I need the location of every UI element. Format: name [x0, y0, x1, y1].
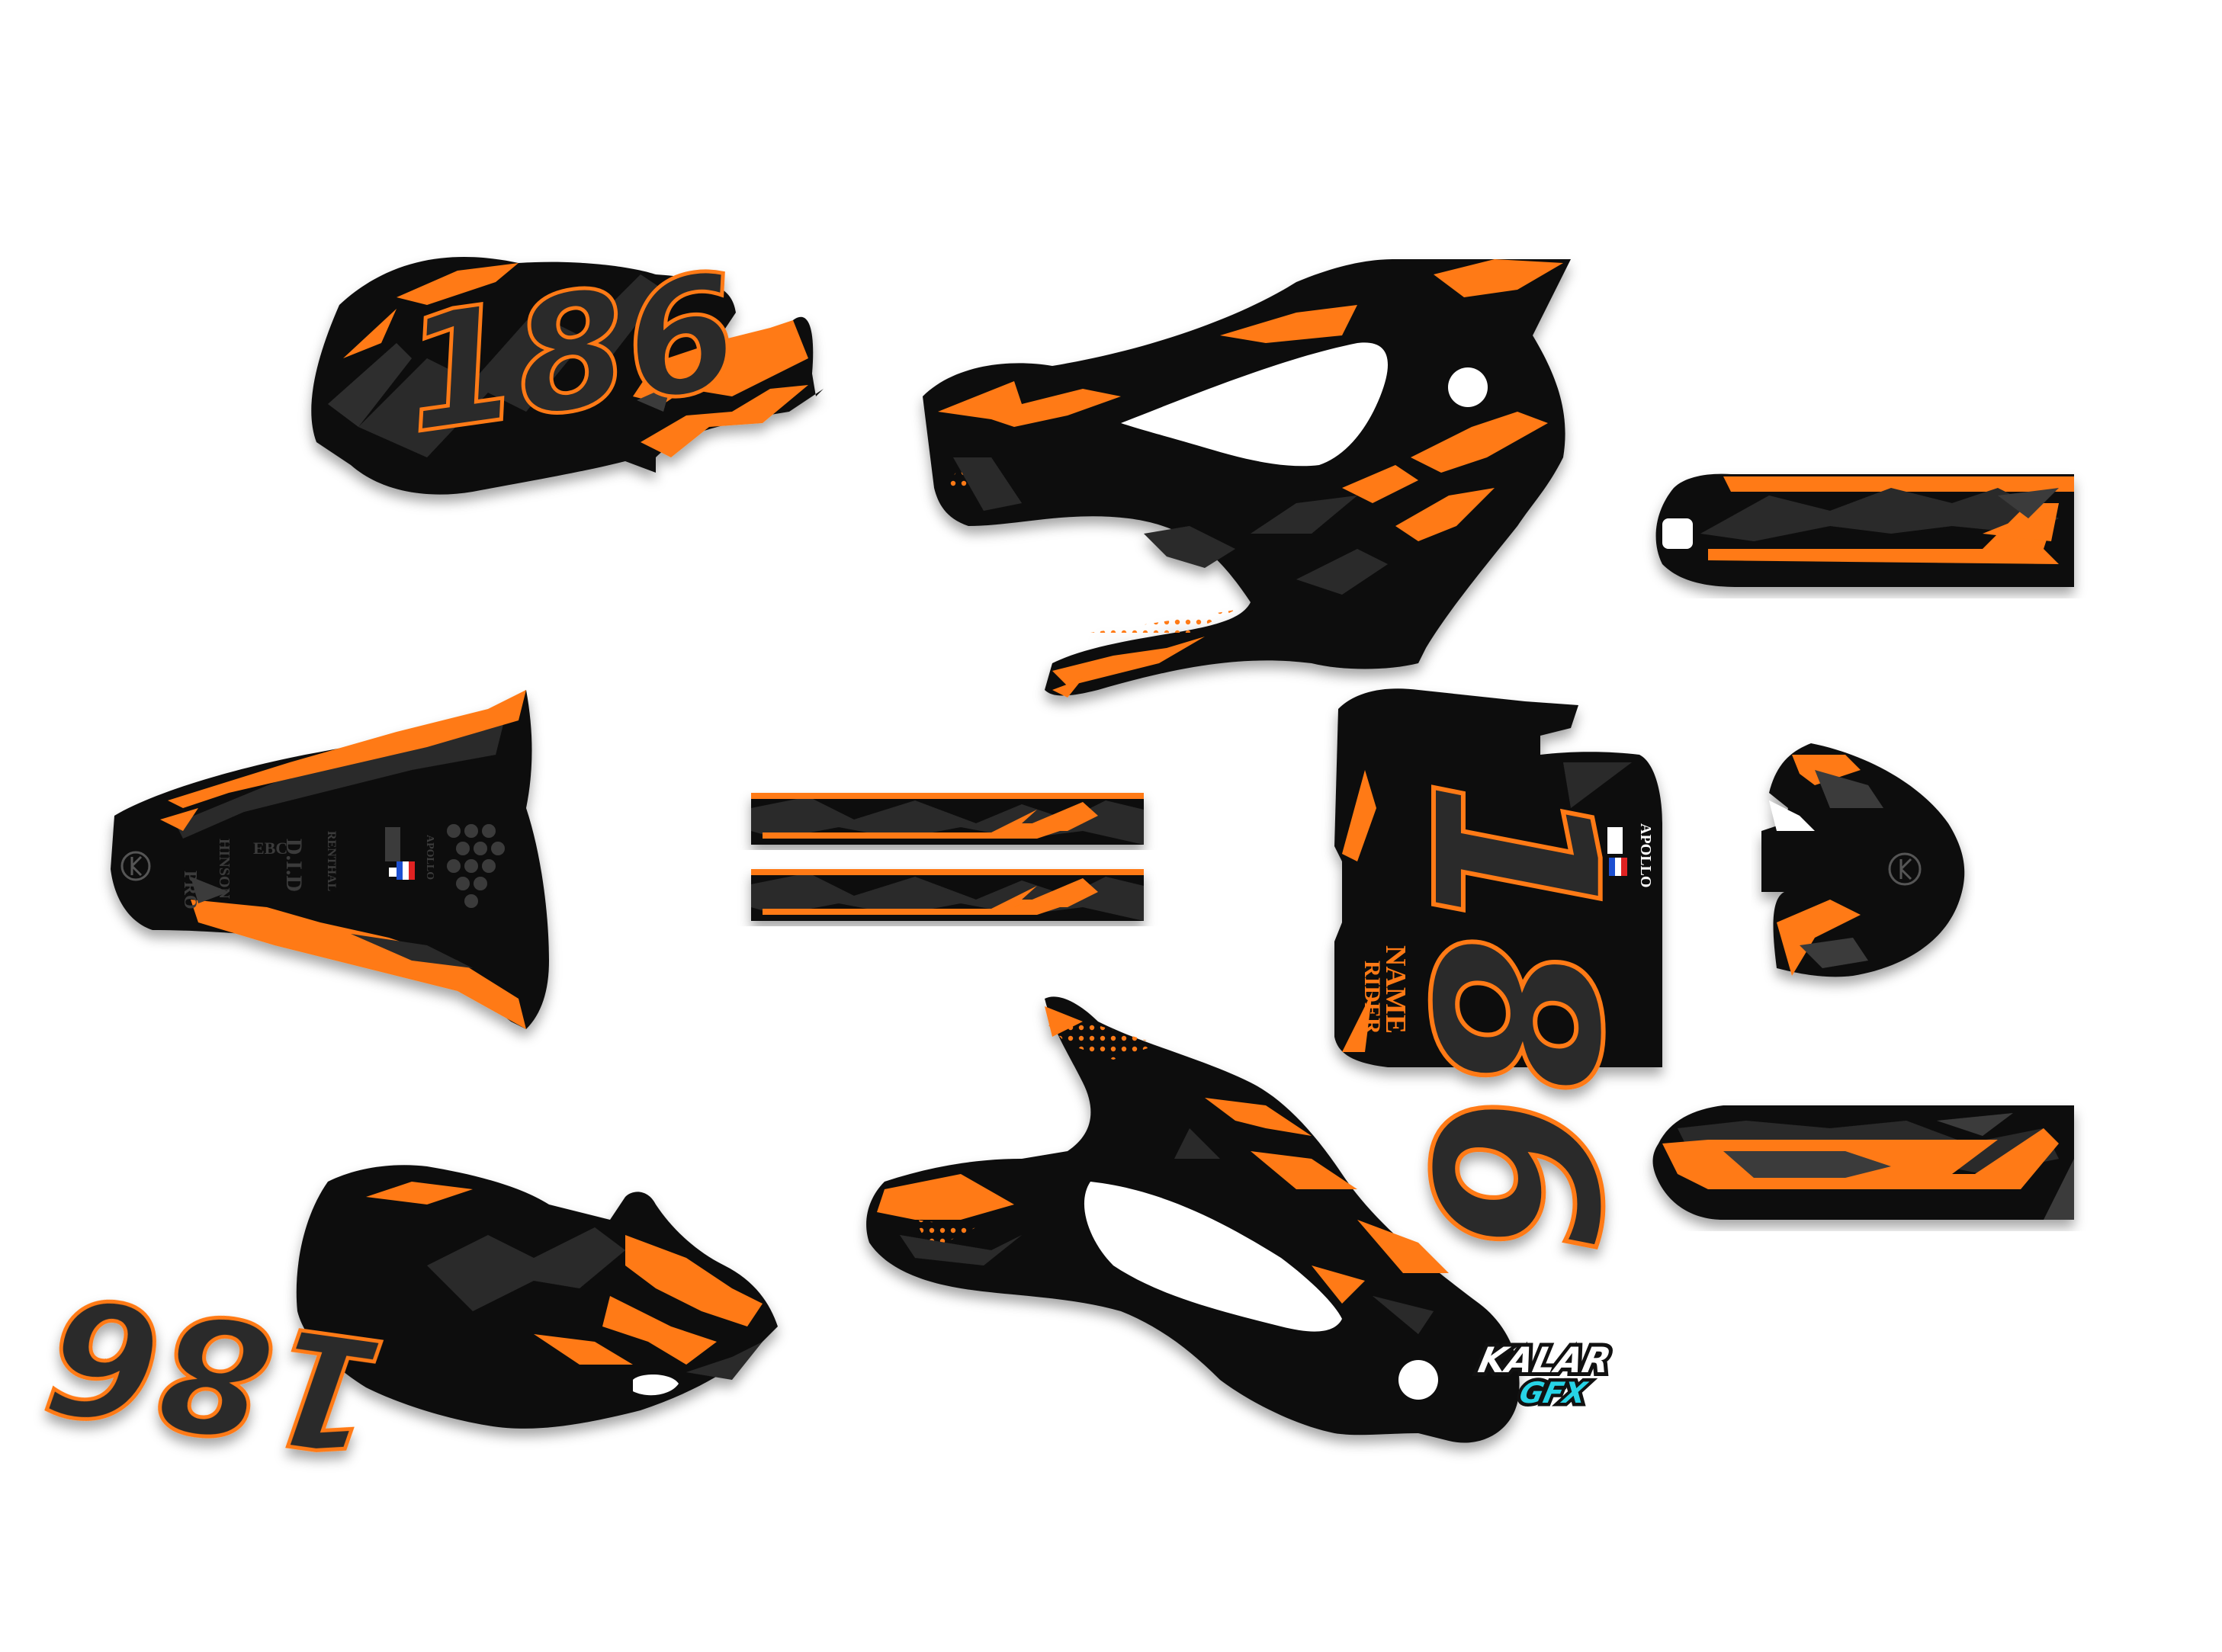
sponsor-renthal: RENTHAL — [325, 831, 338, 891]
fork-strip-upper — [751, 793, 1144, 845]
shroud-top-center — [923, 259, 1571, 698]
apollo-a-logo-icon — [1607, 827, 1623, 854]
shroud-bottom-center — [866, 996, 1520, 1443]
front-number-plate: 186 RIDER NAME APOLLO — [1334, 688, 1662, 1257]
sponsor-did: D.I.D — [281, 839, 307, 892]
swingarm-strip-bottom — [1652, 1105, 2074, 1220]
sponsor-apollo-fender: APOLLO — [424, 835, 435, 880]
k-circle-emblem-icon — [120, 851, 151, 881]
swingarm-strip-top — [1655, 473, 2074, 587]
brand-name-line2: GFX — [1517, 1376, 1591, 1410]
rider-label-line1: RIDER — [1360, 961, 1385, 1035]
sponsor-apollo-plate: APOLLO — [1637, 823, 1654, 887]
tricolor-flag-icon — [397, 861, 415, 880]
race-number-plate: 186 — [1379, 778, 1646, 1255]
kalar-gfx-logo: KALAR GFX — [1471, 1336, 1618, 1413]
rider-label-line2: NAME — [1379, 945, 1411, 1034]
side-panel-bottom-left: 186 — [34, 1165, 778, 1492]
fork-strip-lower — [751, 869, 1144, 921]
tricolor-flag-icon — [1609, 858, 1627, 876]
rear-fender: PRO HINSON EBC D.I.D RENTHAL APOLLO — [111, 690, 549, 1029]
dot-pattern — [447, 824, 505, 908]
sponsor-pro: PRO — [180, 871, 200, 909]
k-circle-emblem-icon — [1888, 852, 1922, 886]
brand-name-line1: KALAR — [1475, 1339, 1614, 1380]
sponsor-ebc: EBC — [253, 839, 287, 858]
front-fender-small — [1761, 743, 1965, 977]
sponsor-hinson: HINSON — [216, 839, 233, 899]
side-panel-top-left: 186 — [311, 236, 824, 495]
